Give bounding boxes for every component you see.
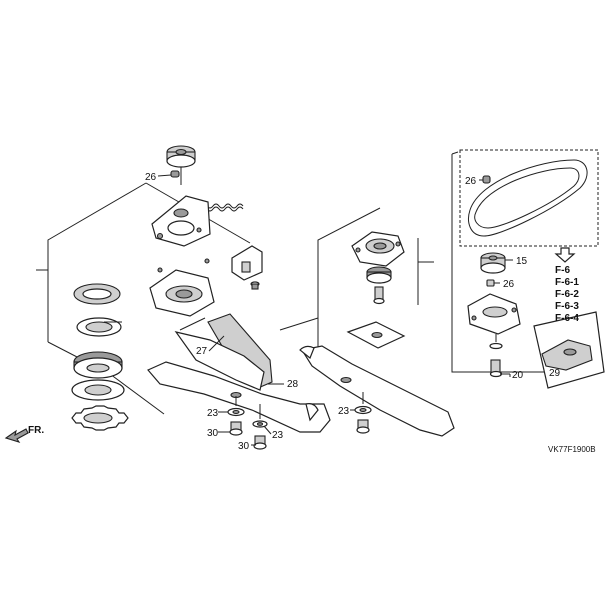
clip-ring bbox=[76, 317, 122, 337]
leader-lines bbox=[157, 174, 513, 446]
clutch-housing bbox=[149, 258, 215, 317]
callout-26-right: 26 bbox=[503, 279, 515, 290]
bolt-center-top bbox=[373, 286, 385, 305]
callout-27: 27 bbox=[196, 346, 208, 357]
callout-29: 29 bbox=[549, 368, 561, 379]
ref-f6-3: F-6-3 bbox=[555, 301, 579, 312]
reference-list: F-6 F-6-1 F-6-2 F-6-3 F-6-4 bbox=[554, 247, 579, 324]
callout-20: 20 bbox=[512, 370, 524, 381]
top-pulley bbox=[166, 145, 196, 185]
callout-30-b: 30 bbox=[238, 441, 250, 452]
ref-f6-4: F-6-4 bbox=[555, 313, 579, 324]
bolt-30-b bbox=[253, 435, 267, 450]
reference-down-arrow-icon bbox=[554, 247, 576, 263]
callout-23-c: 23 bbox=[338, 406, 350, 417]
lock-washer-left bbox=[71, 379, 125, 401]
spindle-pulley-center bbox=[351, 231, 405, 267]
spindle-mount bbox=[467, 293, 521, 335]
bolt-center-bottom bbox=[356, 419, 370, 434]
ref-f6: F-6 bbox=[555, 265, 570, 276]
lower-blade-left bbox=[147, 361, 331, 433]
washer-right bbox=[489, 342, 503, 350]
drive-belt bbox=[468, 159, 588, 237]
diagram-code: VK77F1900B bbox=[548, 445, 596, 454]
callout-labels: 26 27 28 23 30 23 30 23 26 15 26 20 29 bbox=[145, 172, 561, 452]
bolt-30-a bbox=[229, 421, 243, 436]
washer-23-c bbox=[354, 405, 372, 415]
washer-23-b bbox=[252, 420, 268, 428]
front-label: FR. bbox=[28, 425, 44, 436]
callout-15: 15 bbox=[516, 256, 528, 267]
upper-blade-left bbox=[174, 331, 265, 391]
callout-30-a: 30 bbox=[207, 428, 219, 439]
washer-23-a bbox=[227, 407, 245, 417]
callout-23-a: 23 bbox=[207, 408, 219, 419]
upper-bracket-plate bbox=[151, 195, 211, 247]
pulley-15 bbox=[480, 252, 506, 274]
belt-outline-box bbox=[459, 149, 599, 247]
inset-part-29 bbox=[533, 311, 605, 389]
ref-f6-1: F-6-1 bbox=[555, 277, 579, 288]
callout-26-belt: 26 bbox=[465, 176, 477, 187]
bolt-20 bbox=[489, 359, 503, 378]
friction-ring-1 bbox=[73, 283, 121, 305]
clutch-lever bbox=[231, 245, 263, 290]
front-direction-arrow-icon bbox=[4, 428, 29, 443]
callout-23-b: 23 bbox=[272, 430, 284, 441]
spacer-plate bbox=[346, 321, 406, 349]
gear-ring-left bbox=[71, 405, 129, 431]
ref-f6-2: F-6-2 bbox=[555, 289, 579, 300]
blade-center bbox=[299, 345, 455, 437]
bearing-left bbox=[73, 351, 123, 379]
pin-26-left bbox=[170, 170, 180, 178]
center-assembly-frame bbox=[279, 207, 434, 350]
pin-26-belt bbox=[482, 175, 491, 184]
callout-28: 28 bbox=[287, 379, 299, 390]
key-26-right bbox=[486, 279, 495, 287]
bearing-center bbox=[366, 266, 392, 284]
callout-26-left: 26 bbox=[145, 172, 157, 183]
